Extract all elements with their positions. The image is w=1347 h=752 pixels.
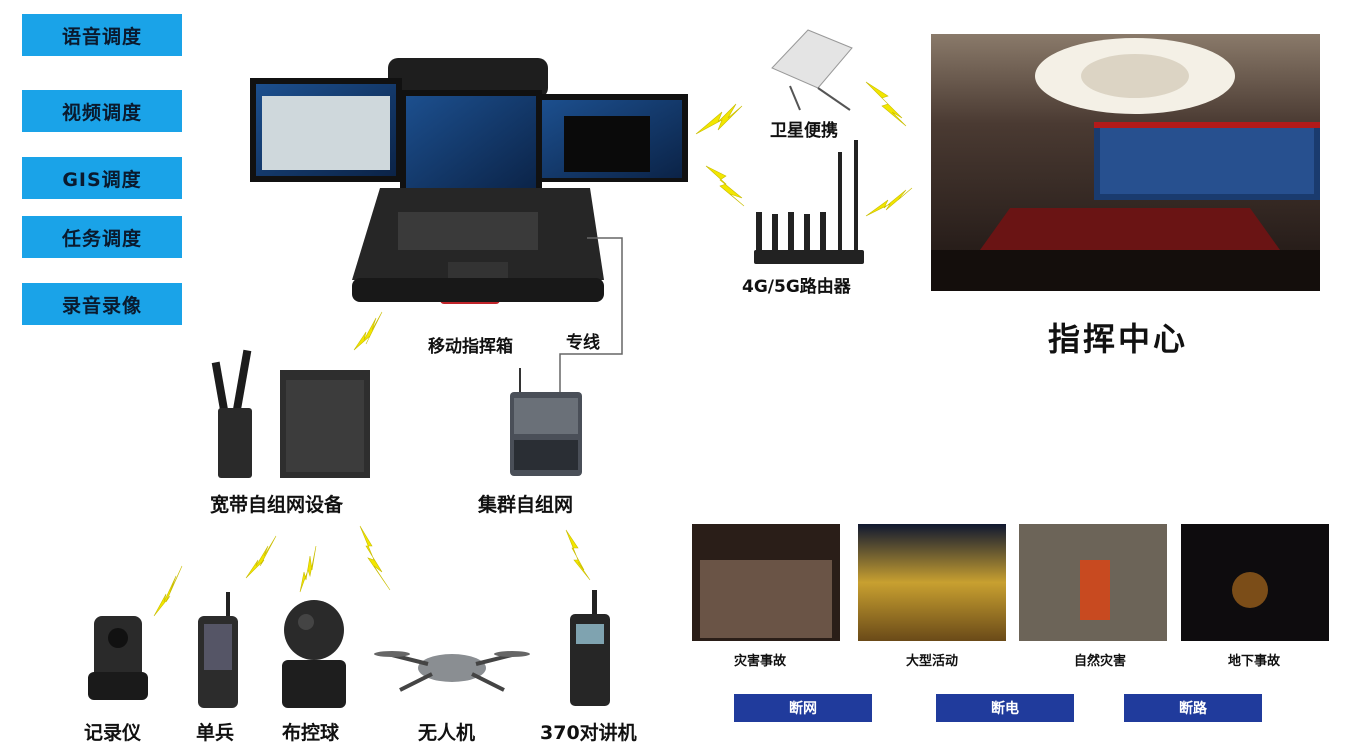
label-mobile-command-box: 移动指挥箱: [428, 337, 513, 357]
link-mesh-drone: [359, 525, 391, 591]
menu-recording[interactable]: 录音录像: [22, 283, 182, 325]
mobile-command-box: [250, 58, 688, 304]
caption-natural-disaster: 自然灾害: [1074, 654, 1127, 669]
label-drone: 无人机: [418, 722, 476, 744]
recorder-device: [88, 616, 148, 700]
drone-device: [374, 651, 530, 692]
ball-camera-device: [282, 600, 346, 708]
link-mesh-recorder: [153, 565, 183, 617]
label-broadband-mesh: 宽带自组网设备: [210, 494, 344, 516]
label-satellite: 卫星便携: [770, 121, 838, 141]
label-radio: 370对讲机: [540, 722, 637, 744]
link-router-center: [865, 187, 913, 217]
radio-device: [570, 590, 610, 706]
label-ball-camera: 布控球: [282, 722, 340, 744]
label-soldier: 单兵: [196, 722, 235, 744]
menu-voice-dispatch[interactable]: 语音调度: [22, 14, 182, 56]
scenario-photos: [692, 524, 1329, 641]
link-mesh-box: [353, 311, 383, 351]
router-device: [754, 140, 864, 264]
link-satellite-center: [865, 81, 907, 127]
link-trunk-radio: [565, 529, 591, 581]
menu-task-dispatch[interactable]: 任务调度: [22, 216, 182, 258]
menu-video-dispatch[interactable]: 视频调度: [22, 90, 182, 132]
label-trunk-network: 集群自组网: [478, 494, 574, 516]
photo-event: [858, 524, 1006, 641]
link-box-router: [705, 165, 745, 207]
tag-road-blocked: 断路: [1124, 694, 1262, 722]
soldier-device: [198, 592, 238, 708]
broadband-mesh-device: [211, 349, 370, 478]
link-box-satellite: [695, 103, 743, 135]
menu-gis-dispatch[interactable]: GIS调度: [22, 157, 182, 199]
caption-accident: 灾害事故: [734, 654, 787, 669]
caption-underground: 地下事故: [1228, 654, 1281, 669]
wireless-links: [153, 81, 913, 617]
label-recorder: 记录仪: [84, 722, 142, 744]
link-mesh-soldier: [245, 535, 277, 579]
dedicated-line-path: [559, 237, 623, 392]
label-command-center: 指挥中心: [1048, 320, 1189, 358]
command-center-photo: [931, 34, 1320, 291]
tag-network-outage: 断网: [734, 694, 872, 722]
caption-event: 大型活动: [906, 654, 959, 669]
tag-power-outage: 断电: [936, 694, 1074, 722]
label-router: 4G/5G路由器: [742, 277, 851, 297]
trunk-network-device: [510, 368, 582, 476]
satellite-terminal: [771, 29, 853, 111]
link-mesh-ball: [299, 545, 317, 593]
label-dedicated-line: 专线: [566, 333, 600, 353]
